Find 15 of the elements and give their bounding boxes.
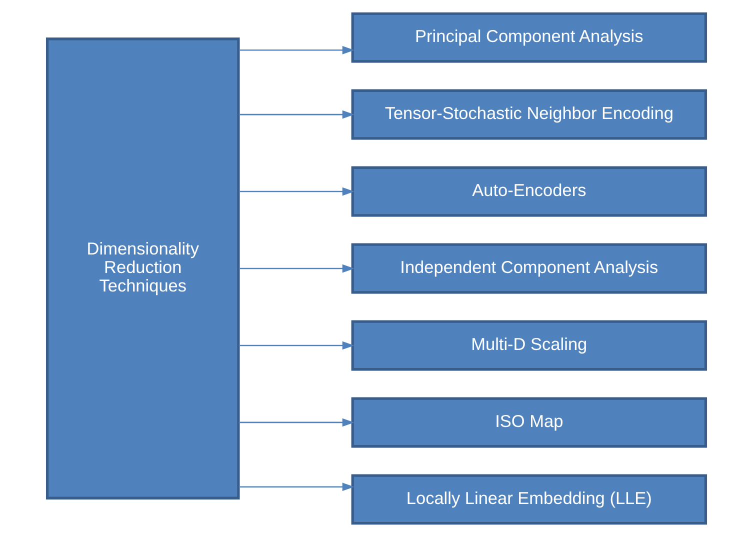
- node-box: Locally Linear Embedding (LLE): [350, 474, 707, 525]
- node-box: ISO Map: [350, 397, 707, 448]
- node-box: Tensor-Stochastic Neighbor Encoding: [350, 89, 707, 140]
- node-box: Independent Component Analysis: [350, 243, 707, 294]
- arrow: [238, 418, 354, 427]
- arrow: [238, 482, 354, 492]
- node-box: Auto-Encoders: [350, 166, 707, 217]
- arrow: [238, 341, 354, 350]
- arrow: [238, 264, 354, 273]
- node-box: Multi-D Scaling: [350, 320, 707, 371]
- arrow: [238, 46, 354, 54]
- node-box: Dimensionality Reduction Techniques: [45, 38, 240, 500]
- arrow: [238, 110, 354, 119]
- arrow: [238, 187, 354, 196]
- node-box: Principal Component Analysis: [350, 12, 707, 63]
